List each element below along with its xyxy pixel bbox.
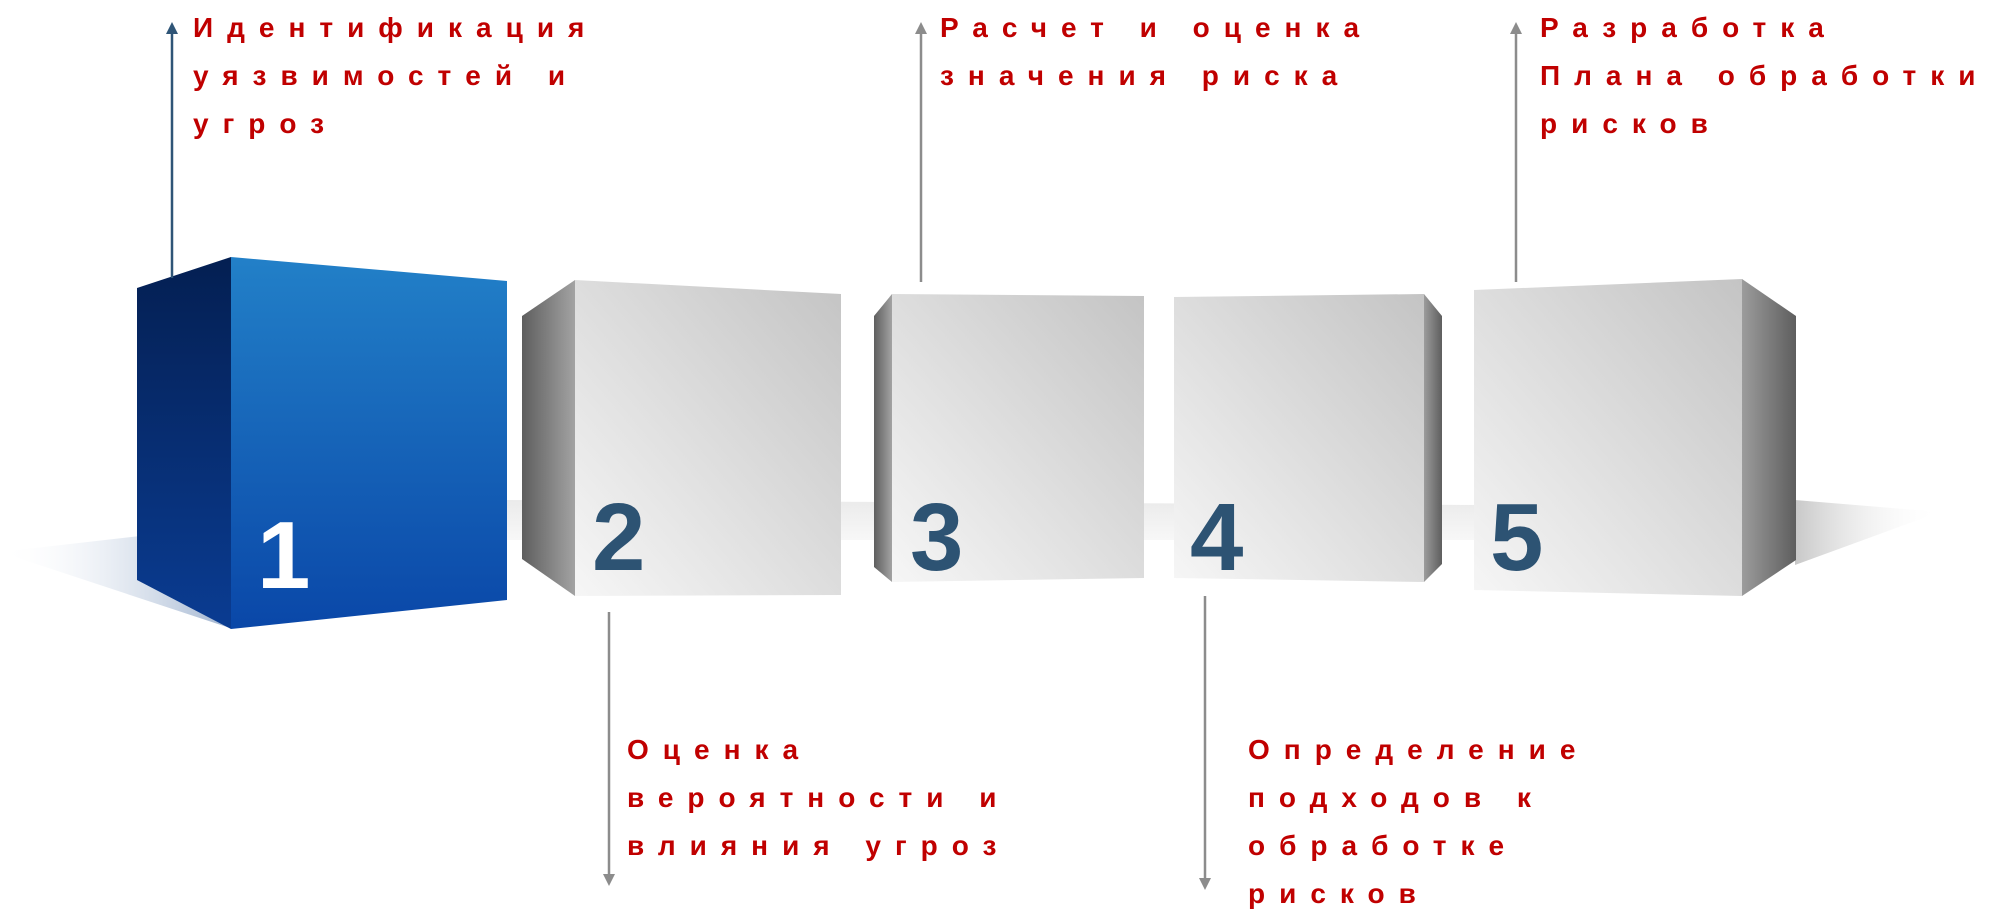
step-3-number: 3 bbox=[910, 490, 963, 586]
step-1-caption-line: уязвимостей и bbox=[193, 52, 598, 100]
step-5-caption-line: Плана обработки bbox=[1540, 52, 1989, 100]
step-4-caption-line: Определение bbox=[1248, 726, 1589, 774]
step-5-caption: Разработка Плана обработки рисков bbox=[1540, 4, 1989, 148]
step-1-number: 1 bbox=[257, 508, 310, 604]
step-4-caption-line: обработке bbox=[1248, 822, 1589, 870]
step-3-caption-line: Расчет и оценка bbox=[940, 4, 1373, 52]
step-2-number: 2 bbox=[592, 490, 645, 586]
step-5-caption-line: Разработка bbox=[1540, 4, 1989, 52]
step-4-caption: Определение подходов к обработке рисков bbox=[1248, 726, 1589, 918]
step-1-caption-line: Идентификация bbox=[193, 4, 598, 52]
step-3-caption-line: значения риска bbox=[940, 52, 1373, 100]
step-5-number: 5 bbox=[1490, 490, 1543, 586]
step-5-caption-line: рисков bbox=[1540, 100, 1989, 148]
step-4-number: 4 bbox=[1190, 490, 1243, 586]
step-2-caption: Оценка вероятности и влияния угроз bbox=[627, 726, 1010, 870]
step-2-caption-line: влияния угроз bbox=[627, 822, 1010, 870]
step-1-caption-line: угроз bbox=[193, 100, 598, 148]
cube-1 bbox=[137, 257, 507, 629]
step-1-caption: Идентификация уязвимостей и угроз bbox=[193, 4, 598, 148]
step-2-caption-line: вероятности и bbox=[627, 774, 1010, 822]
step-2-caption-line: Оценка bbox=[627, 726, 1010, 774]
cube-2 bbox=[522, 280, 841, 596]
floor-shadow-right bbox=[1795, 500, 1940, 565]
step-4-caption-line: подходов к bbox=[1248, 774, 1589, 822]
step-3-caption: Расчет и оценка значения риска bbox=[940, 4, 1373, 100]
